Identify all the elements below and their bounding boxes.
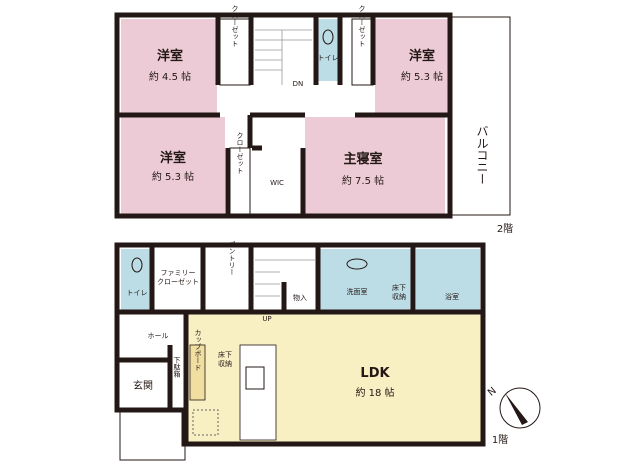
toilet-2f <box>318 19 338 81</box>
washroom <box>320 249 412 311</box>
cupboard-label: カップボード <box>194 329 202 371</box>
pantry-label: パントリー <box>228 241 236 276</box>
balcony-label: バルコニー <box>475 125 489 185</box>
bath-label: 浴室 <box>445 292 459 301</box>
master-bedroom <box>305 117 445 214</box>
second-floor: 洋室 約 4.5 帖 洋室 約 5.3 帖 洋室 約 5.3 帖 主寝室 約 7… <box>114 5 513 235</box>
room-size: 約 4.5 帖 <box>149 70 191 83</box>
cupboard <box>189 344 206 401</box>
floor-label: 2階 <box>497 223 513 235</box>
closet-label: クローゼット <box>358 5 366 47</box>
room-size: 約 5.3 帖 <box>401 70 443 83</box>
family-closet-label: クローゼット <box>157 277 199 286</box>
toilet-label: トイレ <box>127 289 148 297</box>
room-name: 主寝室 <box>343 151 382 167</box>
room-name: 洋室 <box>409 48 435 64</box>
fridge-space <box>192 409 219 436</box>
north-label: N <box>486 385 499 398</box>
room-western-5-3-upper <box>375 19 448 113</box>
ldk-size: 約 18 帖 <box>355 386 394 399</box>
room-name: 洋室 <box>157 48 183 64</box>
ldk-area <box>186 314 481 442</box>
closet-label: クローゼット <box>236 132 244 174</box>
kitchen-island <box>239 344 277 441</box>
toilet-icon <box>131 257 143 273</box>
hall-label: ホール <box>148 332 169 340</box>
room-size: 約 5.3 帖 <box>152 170 194 183</box>
first-floor: トイレ ファミリー クローゼット パントリー 物入 洗面室 床下 収納 浴室 ホ… <box>114 241 541 461</box>
washbasin-icon <box>346 258 368 270</box>
balcony <box>449 16 511 216</box>
underfloor-storage: 床下 <box>218 350 232 359</box>
entrance-porch <box>119 409 186 461</box>
underfloor-storage: 収納 <box>392 292 406 301</box>
closet-label: クローゼット <box>231 5 239 47</box>
stairs-label: UP <box>262 315 271 323</box>
room-name: 洋室 <box>160 150 186 166</box>
toilet-label: トイレ <box>318 54 339 62</box>
walk-in-closet <box>252 148 302 214</box>
family-closet-label: ファミリー <box>161 269 196 277</box>
sink-icon <box>245 366 265 390</box>
compass-icon: N <box>486 385 541 429</box>
storage-label: 物入 <box>293 293 307 302</box>
stairs-2f <box>255 29 312 85</box>
underfloor-storage: 収納 <box>218 359 232 368</box>
room-size: 約 7.5 帖 <box>342 174 384 187</box>
room-western-5-3-lower <box>121 117 225 214</box>
ldk-label: LDK <box>360 366 390 381</box>
stairs-label: DN <box>293 80 304 88</box>
entrance-label: 玄関 <box>133 379 153 392</box>
toilet-icon <box>322 29 334 45</box>
toilet-1f <box>121 249 150 311</box>
room-western-4-5 <box>121 19 217 113</box>
underfloor-storage: 床下 <box>392 283 406 292</box>
wic-label: WIC <box>270 179 284 187</box>
floor-label: 1階 <box>492 434 508 446</box>
shoe-box-label: 下駄箱 <box>173 357 181 379</box>
stairs-1f <box>255 259 315 297</box>
washroom-label: 洗面室 <box>347 287 368 296</box>
bathroom <box>416 249 480 311</box>
